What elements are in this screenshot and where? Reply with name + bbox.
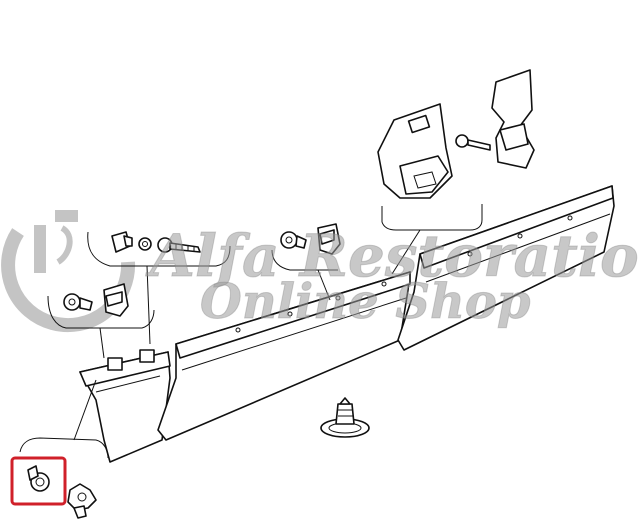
moulding-front-panel xyxy=(397,185,615,351)
rivet-nut xyxy=(280,231,307,249)
grommet-nut xyxy=(63,293,93,311)
self-tapping-screw xyxy=(157,237,201,253)
watermark-line1: Alfa Restoration xyxy=(145,222,640,290)
mounting-bracket-left xyxy=(377,103,453,199)
watermark-line2: Online Shop xyxy=(200,274,530,330)
washer xyxy=(138,237,152,251)
watermark: Alfa Restoration Online Shop xyxy=(145,222,640,331)
moulding-center-panel xyxy=(157,271,411,441)
bracket-screw xyxy=(455,134,491,151)
callout-lines xyxy=(19,204,483,459)
push-fastener-tree xyxy=(320,397,370,438)
highlight-box[interactable] xyxy=(10,456,67,506)
push-clip-small xyxy=(111,231,133,253)
retaining-clip-top xyxy=(317,223,341,255)
moulding-end-piece xyxy=(79,349,171,463)
star-nut xyxy=(67,483,97,519)
clip-fastener xyxy=(27,465,50,492)
retaining-clip-side xyxy=(103,283,129,317)
mounting-bracket-right xyxy=(491,69,535,169)
